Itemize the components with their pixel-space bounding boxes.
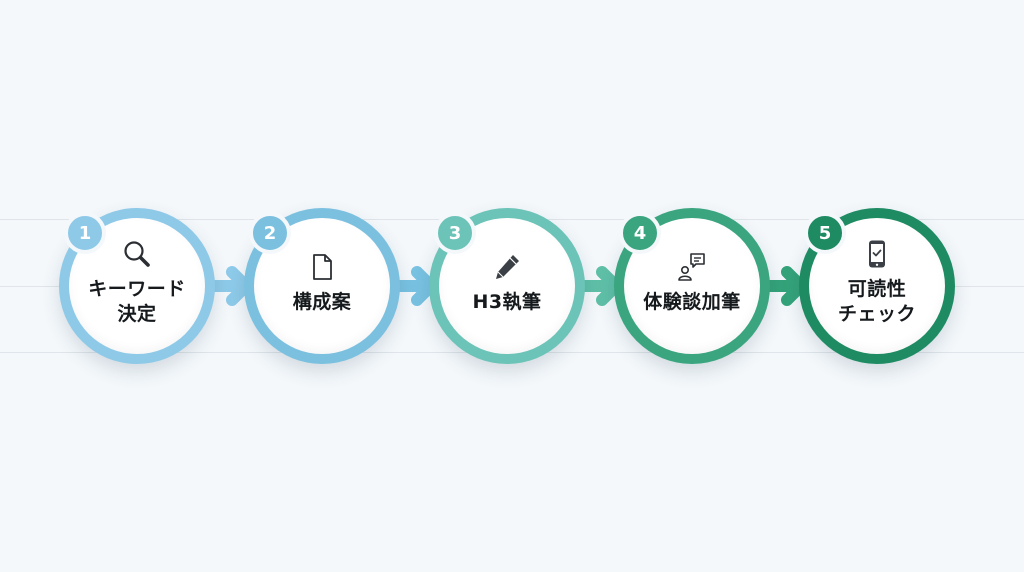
step-number-badge: 3 [434, 212, 476, 254]
step-disc: 構成案 [254, 218, 390, 354]
step-label: 可読性 チェック [837, 278, 916, 325]
document-icon [307, 252, 337, 282]
step-5-readability: 可読性 チェック [799, 208, 955, 364]
search-icon [122, 239, 152, 269]
step-number-badge: 4 [619, 212, 661, 254]
step-number-badge: 2 [249, 212, 291, 254]
step-label: 構成案 [292, 290, 352, 313]
person-speech-icon [677, 252, 707, 282]
step-label: 体験談加筆 [643, 290, 741, 313]
step-label: キーワード 決定 [88, 278, 186, 325]
step-disc: 体験談加筆 [624, 218, 760, 354]
step-number-badge: 5 [804, 212, 846, 254]
step-2-outline: 構成案 [244, 208, 400, 364]
step-number-badge: 1 [64, 212, 106, 254]
pencil-icon [492, 252, 522, 282]
smartphone-check-icon [862, 239, 892, 269]
step-label: H3執筆 [472, 290, 542, 313]
step-1-keyword: キーワード 決定 [59, 208, 215, 364]
